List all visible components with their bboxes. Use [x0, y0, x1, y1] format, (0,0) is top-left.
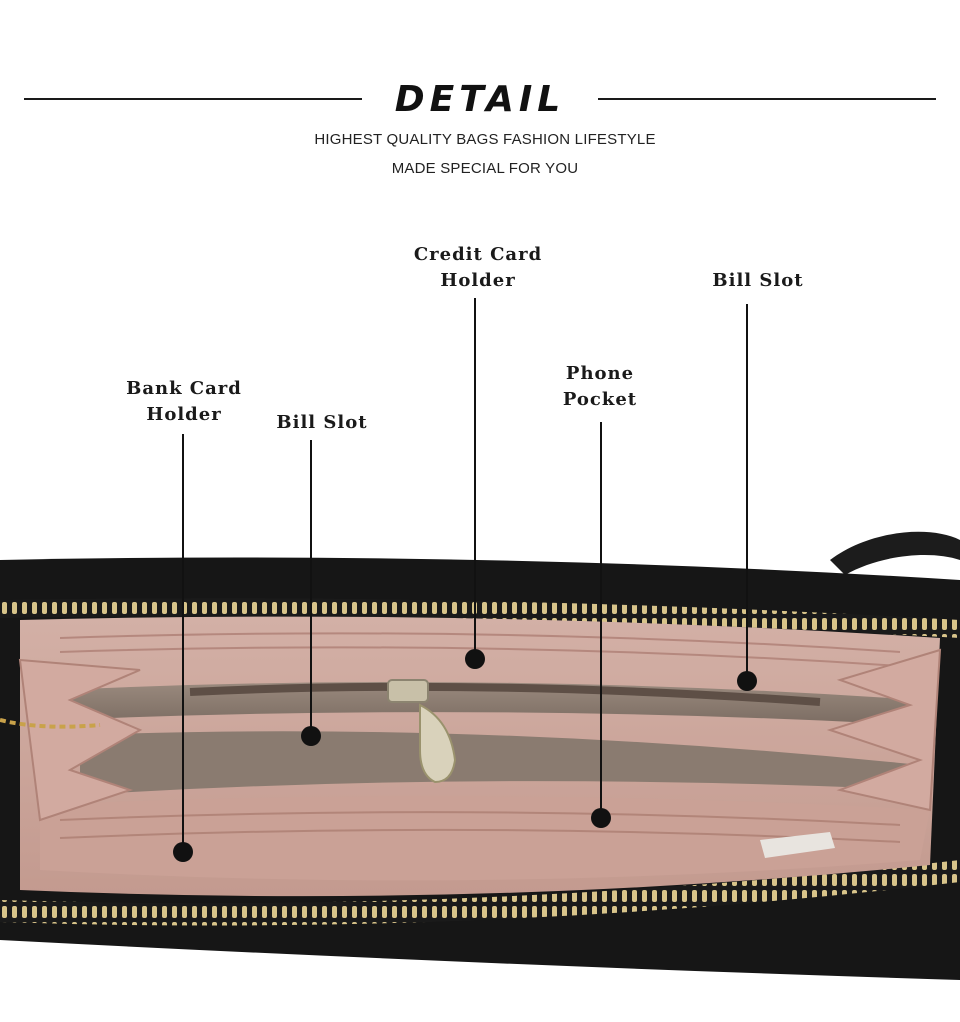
label-credit-card-holder: Credit Card Holder: [413, 244, 543, 291]
top-zipper: [0, 598, 960, 638]
leader-line-phone-pocket: [600, 422, 602, 818]
chain: [0, 718, 101, 729]
bottom-zipper: [0, 860, 960, 926]
subtitle-line-1: HIGHEST QUALITY BAGS FASHION LIFESTYLE: [314, 131, 656, 148]
wallet-photo: [0, 531, 960, 980]
callout-dot-credit-card: [465, 649, 485, 669]
wrist-strap: [830, 531, 960, 575]
left-gusset: [18, 658, 143, 822]
fabric-divider: [80, 731, 920, 795]
subtitle-line-2: MADE SPECIAL FOR YOU: [391, 160, 579, 177]
label-bank-card-holder: Bank Card Holder: [126, 378, 242, 425]
callout-dot-bill-slot-right: [737, 671, 757, 691]
callout-dot-bank-card: [173, 842, 193, 862]
callout-dot-bill-slot-left: [301, 726, 321, 746]
label-phone-pocket: Phone Pocket: [562, 363, 638, 410]
label-bill-slot-right: Bill Slot: [712, 270, 804, 291]
right-gusset: [826, 648, 942, 812]
zipper-pull: [387, 679, 457, 784]
header-divider-right: [598, 98, 936, 100]
leader-line-credit-card: [474, 298, 476, 660]
leader-line-bill-slot-left: [310, 440, 312, 736]
leader-line-bill-slot-right: [746, 304, 748, 680]
label-bill-slot-left: Bill Slot: [276, 412, 368, 433]
page-title: DETAIL: [394, 79, 566, 120]
callout-dot-phone-pocket: [591, 808, 611, 828]
leader-line-bank-card: [182, 434, 184, 852]
brand-tag: [760, 832, 835, 858]
header-divider-left: [24, 98, 362, 100]
